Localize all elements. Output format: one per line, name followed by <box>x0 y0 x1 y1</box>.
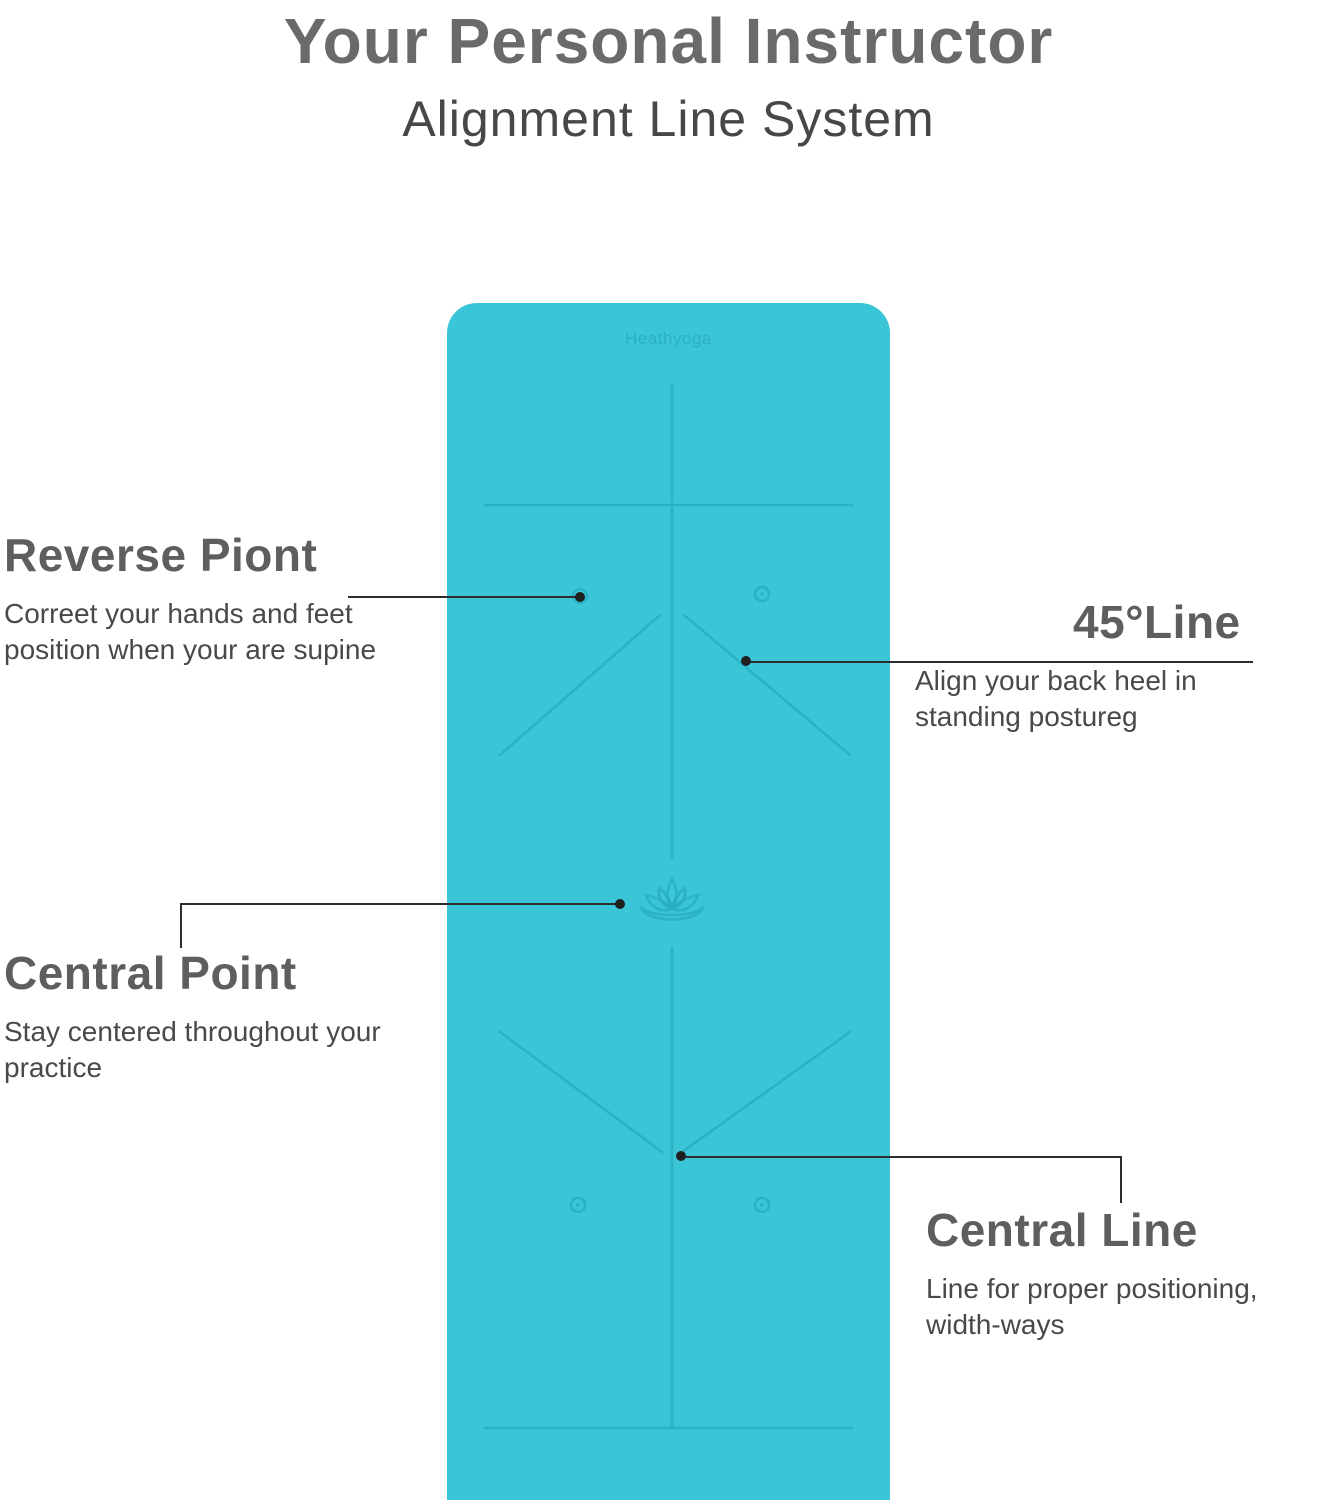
45-line-upper-right <box>682 613 852 757</box>
leader-line-45-line <box>746 661 1253 663</box>
leader-line-central-line <box>681 1156 1122 1158</box>
leader-dot-45-line <box>741 656 751 666</box>
annotation-body-central-point: Stay centered throughout your practice <box>4 1016 381 1084</box>
target-circle-icon <box>753 1196 771 1214</box>
leader-elbow-central-line <box>1120 1156 1122 1203</box>
page-subtitle: Alignment Line System <box>402 91 935 147</box>
annotation-body-central-line: Line for proper positioning, width-ways <box>926 1273 1258 1341</box>
annotation-reverse-point: Reverse Piont Correet your hands and fee… <box>4 528 396 669</box>
annotation-body-reverse-point: Correet your hands and feet position whe… <box>4 598 377 666</box>
lotus-icon <box>639 876 705 921</box>
annotation-heading-45-line: 45°Line <box>1073 596 1241 648</box>
annotation-heading-central-line: Central Line <box>926 1204 1198 1256</box>
yoga-mat: Heathyoga <box>447 303 890 1500</box>
45-line-lower-right <box>680 1030 852 1154</box>
annotation-heading-reverse-point: Reverse Piont <box>4 529 318 581</box>
leader-dot-reverse-point <box>575 592 585 602</box>
header: Your Personal Instructor Alignment Line … <box>0 4 1337 148</box>
annotation-45-line: 45°Line Align your back heel in standing… <box>915 595 1277 736</box>
leader-dot-central-line <box>676 1151 686 1161</box>
leader-line-reverse-point <box>348 596 578 598</box>
alignment-lines-graphic <box>483 383 854 1430</box>
annotation-central-point: Central Point Stay centered throughout y… <box>4 946 436 1087</box>
leader-dot-central-point <box>615 899 625 909</box>
annotation-heading-central-point: Central Point <box>4 947 297 999</box>
target-circle-icon <box>569 1196 587 1214</box>
45-line-upper-left <box>498 613 662 757</box>
annotation-body-45-line: Align your back heel in standing posture… <box>915 665 1197 733</box>
page-title: Your Personal Instructor <box>283 5 1054 77</box>
target-circle-icon <box>753 585 771 603</box>
leader-elbow-central-point <box>180 903 182 948</box>
annotation-central-line: Central Line Line for proper positioning… <box>926 1203 1326 1344</box>
mat-brand-logo: Heathyoga <box>625 329 712 348</box>
45-line-lower-left <box>498 1030 664 1154</box>
leader-line-central-point <box>180 903 620 905</box>
